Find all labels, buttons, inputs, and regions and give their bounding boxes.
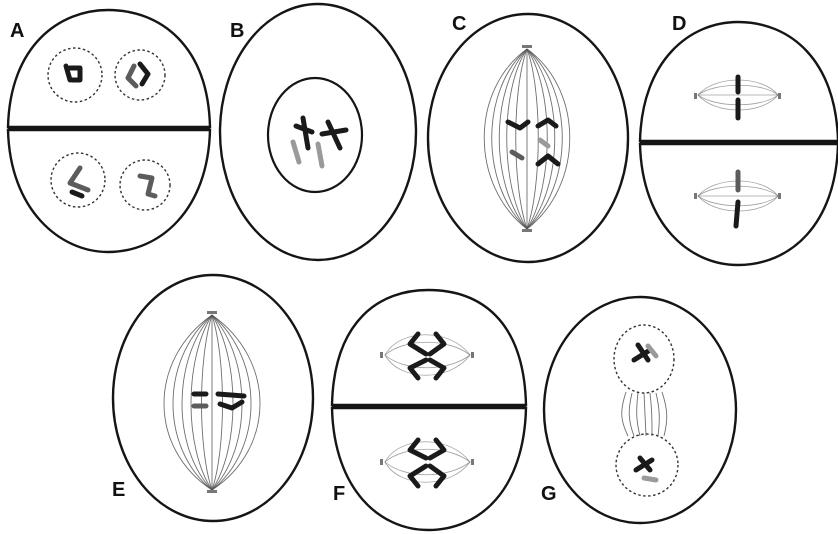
centriole-d-2 xyxy=(778,93,781,99)
label-b: B xyxy=(230,20,244,42)
label-e: E xyxy=(112,479,125,501)
panel-f: F xyxy=(332,290,526,530)
panel-e: E xyxy=(112,275,313,521)
panel-d: D xyxy=(640,13,838,265)
panel-c: C xyxy=(428,13,628,262)
chromosome-g-6 xyxy=(644,478,656,480)
chromosome-e-3 xyxy=(218,394,244,396)
centriole-d-4 xyxy=(778,193,781,199)
panel-b: B xyxy=(220,4,416,260)
chromosome-d-4 xyxy=(736,202,738,226)
label-c: C xyxy=(452,13,466,35)
centriole-c-top xyxy=(522,45,532,48)
centriole-d-1 xyxy=(694,93,697,99)
cell-a-top xyxy=(8,10,210,127)
centriole-f-4 xyxy=(471,459,474,465)
label-g: G xyxy=(541,483,557,505)
centriole-d-3 xyxy=(694,193,697,199)
centriole-f-1 xyxy=(380,352,383,358)
panel-g: G xyxy=(541,297,736,523)
centriole-f-3 xyxy=(380,459,383,465)
cell-b xyxy=(220,4,416,260)
label-a: A xyxy=(10,20,24,42)
cell-f-top xyxy=(332,290,526,405)
label-d: D xyxy=(672,13,686,35)
label-f: F xyxy=(333,483,345,505)
centriole-e-bottom xyxy=(207,490,217,493)
centriole-c-bottom xyxy=(522,229,532,232)
centriole-f-2 xyxy=(471,352,474,358)
centriole-e-top xyxy=(207,311,217,314)
cell-f-bottom xyxy=(332,408,526,530)
cell-a-bottom xyxy=(8,130,210,252)
cell-g xyxy=(544,297,736,523)
panel-a: A xyxy=(8,10,210,252)
